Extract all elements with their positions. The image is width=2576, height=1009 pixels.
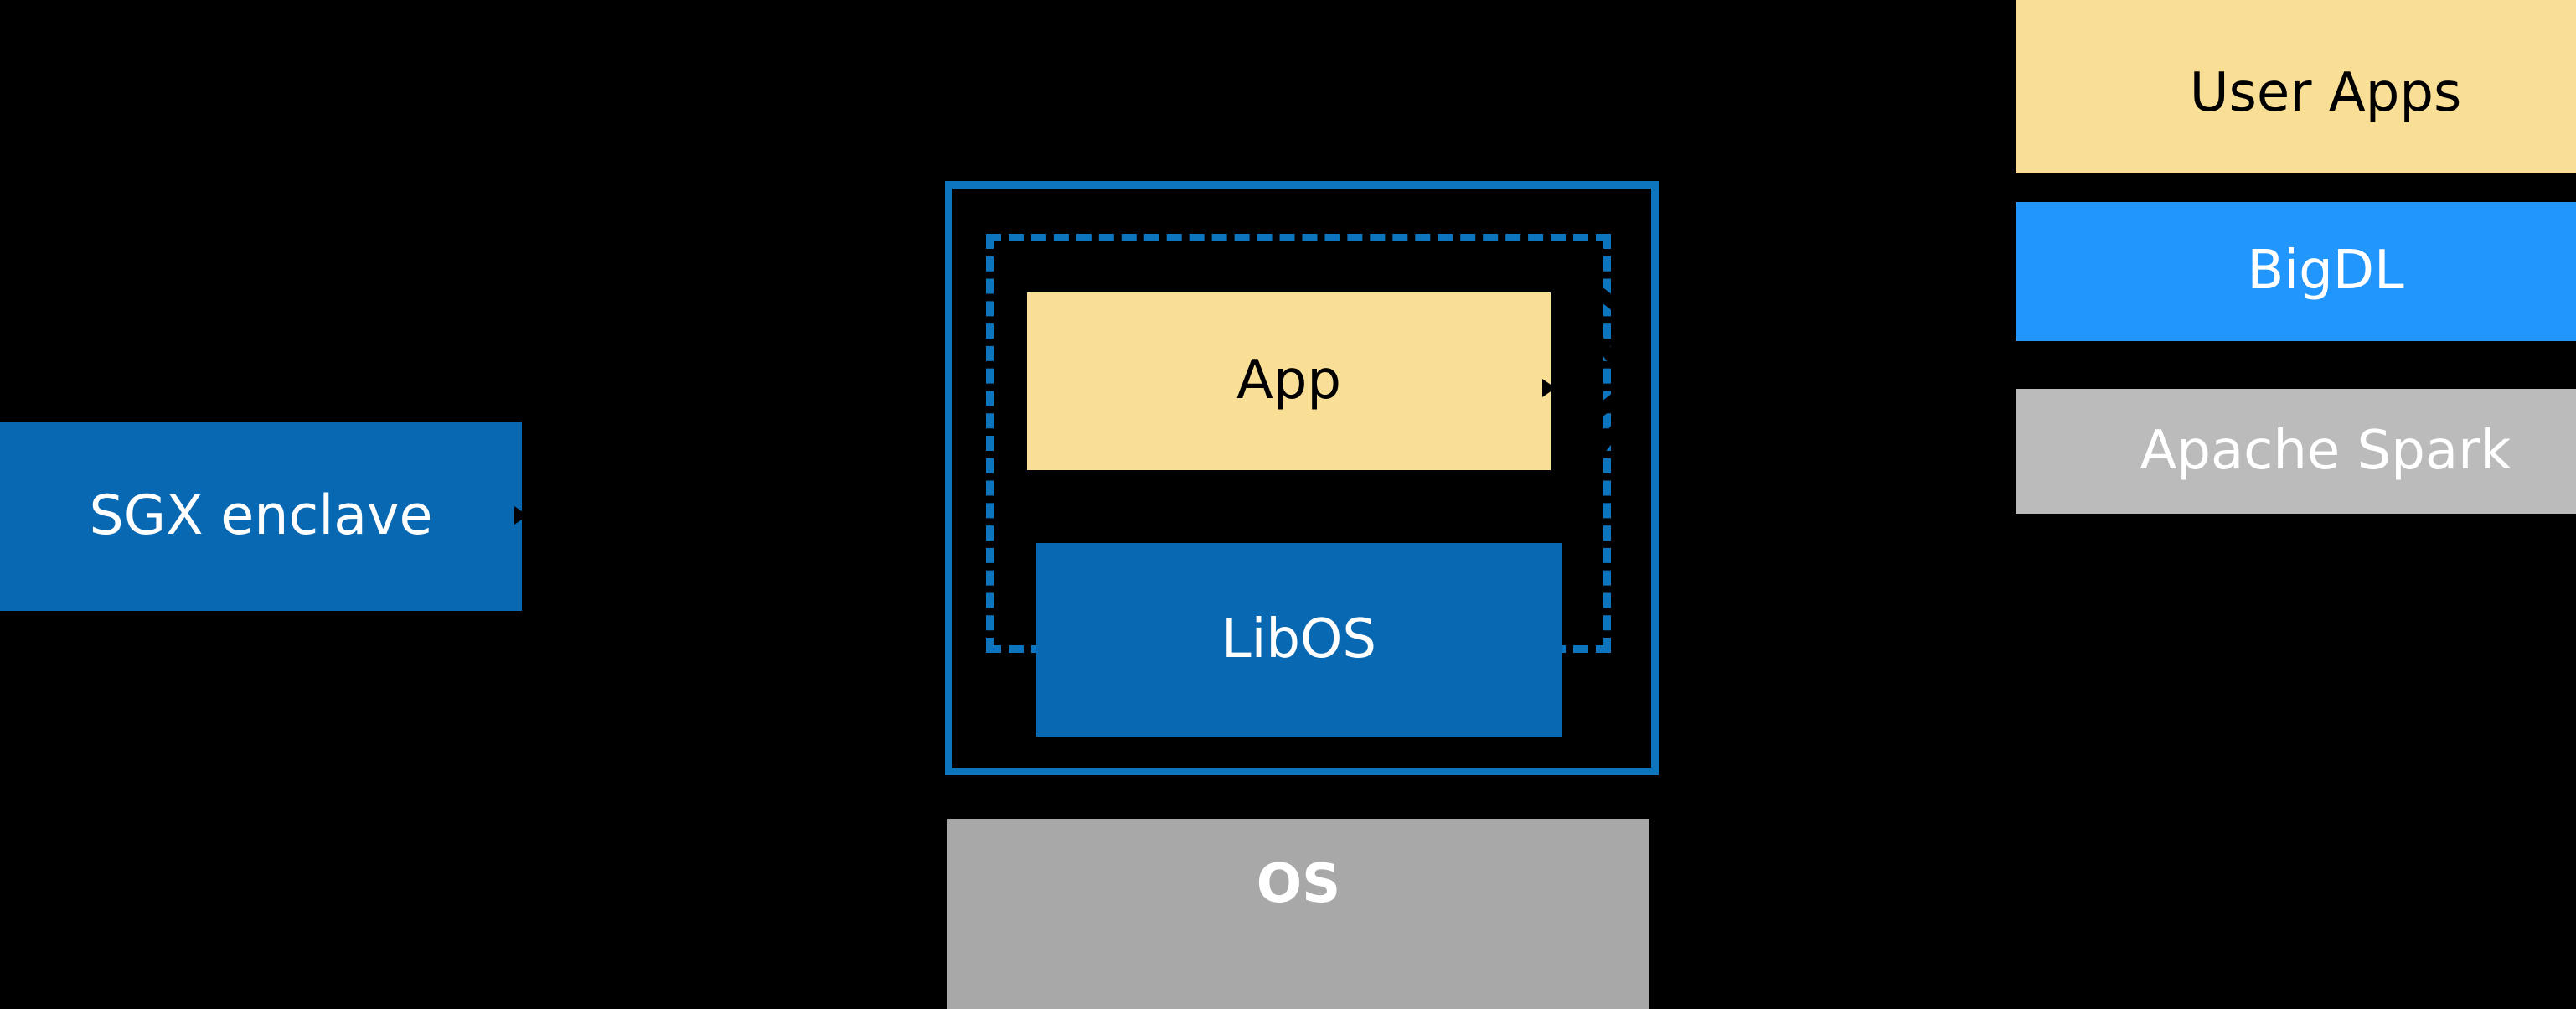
enclave-outline-rect [945, 181, 1659, 775]
sgx-enclave-arrowhead-icon [514, 506, 528, 525]
app-label: App [1236, 349, 1342, 412]
app-arrowhead-icon [1542, 379, 1556, 397]
libos-box: LibOS [1036, 543, 1562, 737]
bigdl-box: BigDL [2016, 202, 2576, 341]
os-label: OS [1256, 853, 1341, 915]
apache-spark-box: Apache Spark [2016, 389, 2576, 514]
user-apps-label: User Apps [2189, 61, 2462, 124]
sgx-enclave-label: SGX enclave [89, 484, 433, 547]
apache-spark-label: Apache Spark [2140, 419, 2511, 482]
sgx-enclave-box: SGX enclave [0, 422, 522, 611]
os-box: OS [947, 819, 1649, 1009]
libos-label: LibOS [1221, 608, 1377, 670]
app-box: App [1027, 292, 1551, 470]
user-apps-box: User Apps [2016, 0, 2576, 173]
bigdl-label: BigDL [2247, 240, 2404, 303]
